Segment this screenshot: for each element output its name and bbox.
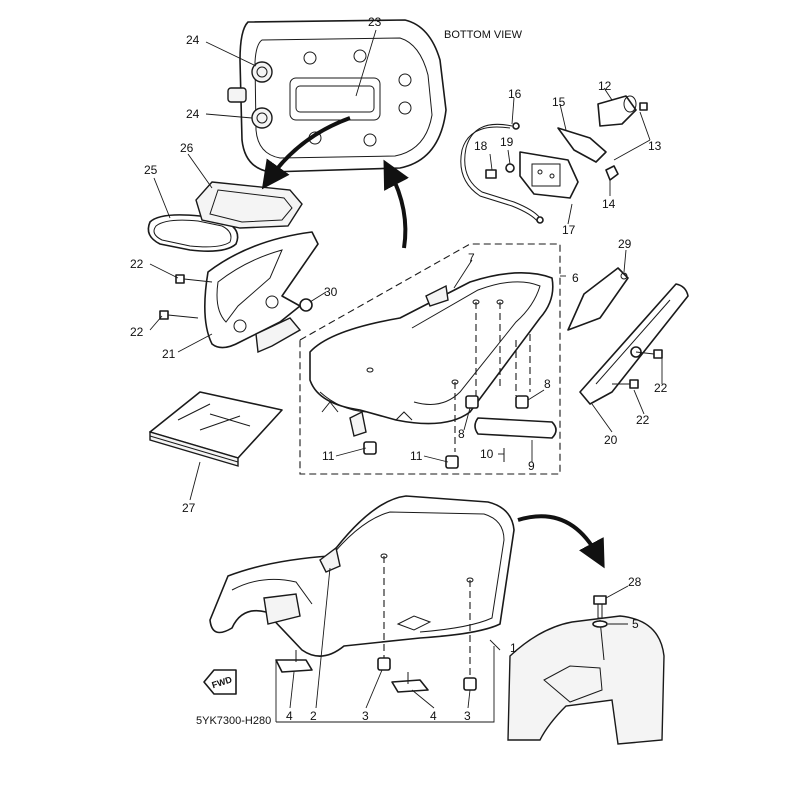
callout-1: 1 bbox=[510, 641, 517, 655]
callout-18: 18 bbox=[474, 139, 488, 153]
callout-23: 23 bbox=[368, 15, 382, 29]
assembly-box-6 bbox=[299, 243, 561, 475]
callout-21: 21 bbox=[162, 347, 176, 361]
lock-12 bbox=[597, 95, 637, 127]
callout-25: 25 bbox=[144, 163, 158, 177]
callout-22b: 22 bbox=[130, 325, 144, 339]
callout-numbers: 1 2 3 3 4 4 5 6 7 8 8 9 10 11 11 12 13 1… bbox=[130, 15, 668, 723]
callout-19: 19 bbox=[500, 135, 514, 149]
callout-12: 12 bbox=[598, 79, 612, 93]
seat-1-lower-parts bbox=[275, 556, 477, 693]
callout-26: 26 bbox=[180, 141, 194, 155]
tail-cover-21 bbox=[204, 231, 319, 354]
callout-4b: 4 bbox=[430, 709, 437, 723]
callout-24b: 24 bbox=[186, 107, 200, 121]
arrow-up-to-seat bbox=[383, 159, 409, 249]
callout-29: 29 bbox=[618, 237, 632, 251]
view-label: BOTTOM VIEW bbox=[444, 29, 523, 41]
callout-9: 9 bbox=[528, 459, 535, 473]
callout-11a: 11 bbox=[322, 449, 335, 463]
guide-lines bbox=[454, 302, 531, 452]
callout-3a: 3 bbox=[362, 709, 369, 723]
callout-14: 14 bbox=[602, 197, 616, 211]
callout-8b: 8 bbox=[458, 427, 465, 441]
fwd-arrow bbox=[203, 669, 237, 695]
leader-lines bbox=[149, 29, 663, 723]
callout-5: 5 bbox=[632, 617, 639, 631]
callout-2: 2 bbox=[310, 709, 317, 723]
seat-1 bbox=[209, 495, 515, 657]
callout-17: 17 bbox=[562, 223, 576, 237]
owner-manual-27 bbox=[149, 391, 283, 467]
frame-bottom-right bbox=[507, 595, 665, 745]
seal-25 bbox=[147, 214, 239, 252]
callout-28: 28 bbox=[628, 575, 642, 589]
callout-4a: 4 bbox=[286, 709, 293, 723]
cover-26 bbox=[195, 181, 303, 229]
screws-22-left bbox=[159, 274, 213, 320]
screws-22-right bbox=[612, 349, 663, 389]
callout-22d: 22 bbox=[636, 413, 650, 427]
callout-20: 20 bbox=[604, 433, 618, 447]
drawing-code: 5YK7300-H280 bbox=[196, 715, 271, 727]
arrow-to-frame bbox=[517, 514, 605, 569]
callout-22a: 22 bbox=[130, 257, 144, 271]
callout-22c: 22 bbox=[654, 381, 668, 395]
callout-13: 13 bbox=[648, 139, 662, 153]
callout-6: 6 bbox=[572, 271, 579, 285]
small-parts bbox=[485, 102, 648, 181]
bracket-29 bbox=[567, 267, 629, 331]
callout-7: 7 bbox=[468, 251, 475, 265]
callout-8a: 8 bbox=[544, 377, 551, 391]
side-cover-20 bbox=[579, 283, 689, 405]
callout-11b: 11 bbox=[410, 449, 423, 463]
bracket-15 bbox=[557, 127, 607, 163]
callout-16: 16 bbox=[508, 87, 522, 101]
bracket-17 bbox=[519, 151, 579, 199]
seat-bottom-view bbox=[227, 19, 447, 173]
callout-30: 30 bbox=[324, 285, 338, 299]
callout-15: 15 bbox=[552, 95, 566, 109]
callout-10: 10 bbox=[480, 447, 494, 461]
dampers bbox=[363, 395, 557, 469]
seat-6 bbox=[309, 272, 554, 437]
callout-3b: 3 bbox=[464, 709, 471, 723]
cable-16 bbox=[460, 122, 544, 224]
callout-27: 27 bbox=[182, 501, 196, 515]
callout-24a: 24 bbox=[186, 33, 200, 47]
arrow-to-bottom-view bbox=[261, 116, 351, 190]
